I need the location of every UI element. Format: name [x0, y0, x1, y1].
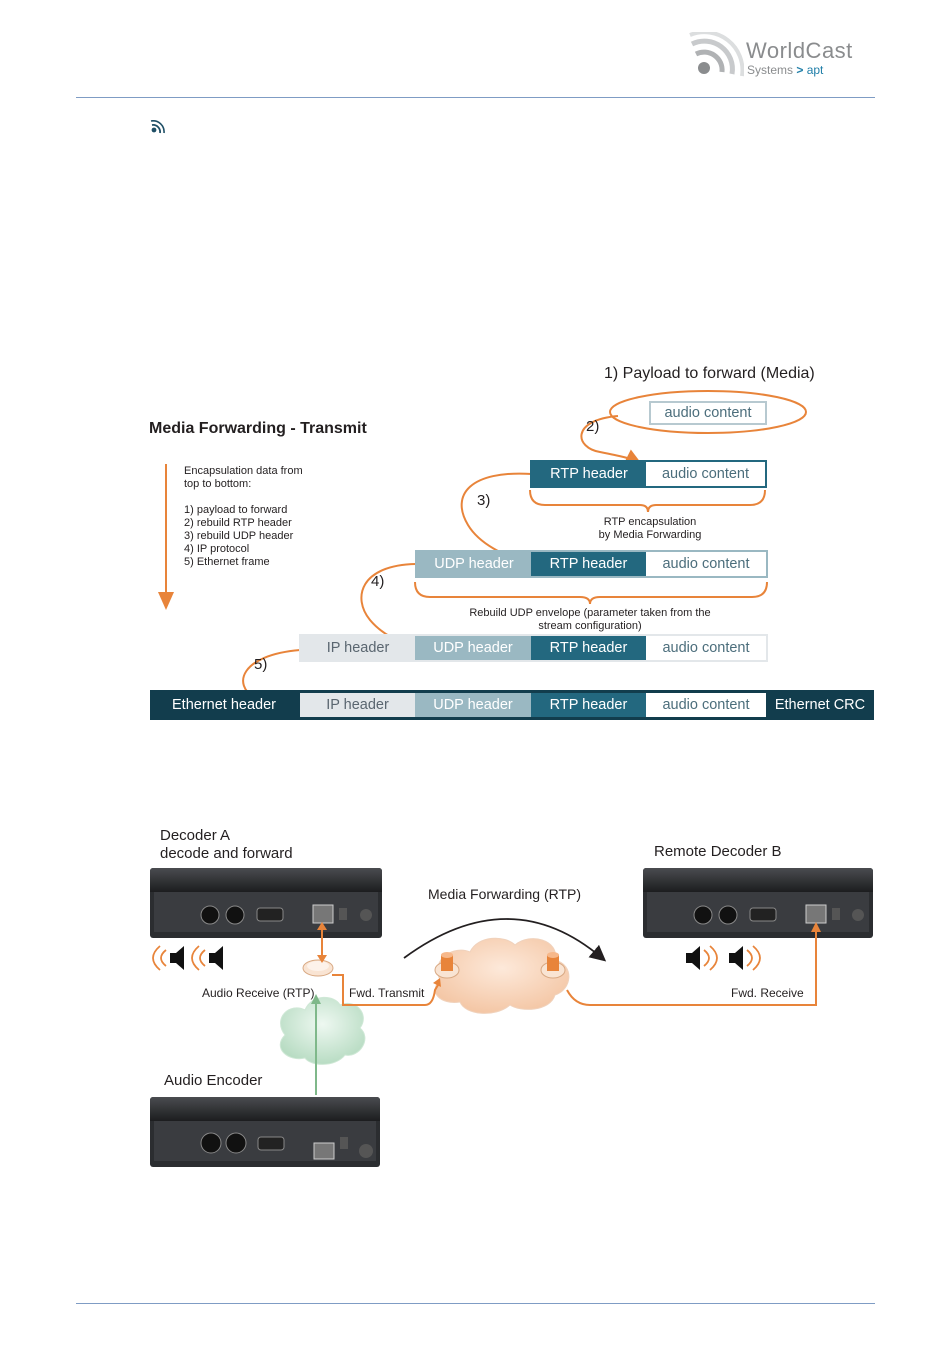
ethernet-crc: Ethernet CRC: [766, 693, 874, 717]
legend: Encapsulation data from top to bottom: 1…: [184, 465, 303, 569]
udp-row-rtp-header: RTP header: [531, 552, 646, 576]
remote-decoder-device: [643, 868, 873, 938]
legend-intro-2: top to bottom:: [184, 478, 252, 490]
udp-row-audio-content: audio content: [646, 552, 766, 576]
speaker-icon: [170, 946, 184, 970]
ip-row-frame: [299, 634, 768, 662]
rtp-note-line2: by Media Forwarding: [598, 529, 702, 541]
speaker-icon: [703, 945, 761, 971]
worldcast-logo-icon: [689, 32, 744, 77]
ethernet-row-ip-header: IP header: [300, 693, 415, 717]
small-logo-icon: [150, 120, 165, 134]
payload-ellipse: [609, 390, 807, 434]
diagram-title: Media Forwarding - Transmit: [149, 420, 367, 437]
legend-item: 1) payload to forward: [184, 504, 288, 516]
green-arrow-head-icon: [311, 994, 321, 1004]
step1-title: 1) Payload to forward (Media): [604, 365, 815, 382]
speaker-icon: [686, 946, 700, 970]
remote-decoder-connectors: [693, 904, 864, 925]
step4-label: 4): [371, 573, 385, 590]
ip-row-audio-content: audio content: [646, 636, 766, 660]
step2-label: 2): [586, 418, 600, 435]
speaker-icon: [729, 946, 743, 970]
audio-encoder-connectors: [200, 1132, 373, 1160]
media-forwarding-label: Media Forwarding (RTP): [428, 886, 582, 902]
ethernet-row-rtp-header: RTP header: [531, 693, 646, 717]
decoder-a-line2: decode and forward: [160, 845, 293, 862]
udp-note-line1: Rebuild UDP envelope (parameter taken fr…: [469, 607, 711, 619]
logo-chevron-icon: >: [796, 63, 807, 77]
ip-row-udp-header: UDP header: [415, 636, 531, 660]
legend-item: 2) rebuild RTP header: [184, 517, 292, 529]
router-icon: [540, 952, 566, 979]
rtp-note-line1: RTP encapsulation: [603, 516, 697, 528]
legend-item: 3) rebuild UDP header: [184, 530, 294, 542]
decoder-a-line1: Decoder A: [160, 827, 231, 844]
logo-systems: Systems: [747, 63, 794, 77]
header-rule: [76, 97, 875, 98]
speaker-icon: [209, 946, 223, 970]
ethernet-header: Ethernet header: [150, 693, 298, 717]
legend-item: 5) Ethernet frame: [184, 556, 270, 568]
router-icon: [434, 952, 460, 979]
remote-decoder-title: Remote Decoder B: [654, 843, 782, 860]
decoder-a-device: [150, 868, 382, 938]
ip-row-ip-header: IP header: [301, 636, 415, 660]
step3-label: 3): [477, 492, 491, 509]
decoder-a-connectors: [200, 904, 372, 925]
legend-item: 4) IP protocol: [184, 543, 250, 555]
local-network-cloud-icon: [279, 996, 366, 1065]
step2-curve: [580, 415, 642, 464]
audio-encoder-title: Audio Encoder: [164, 1072, 263, 1089]
fwd-receive-link: [566, 928, 817, 1006]
fwd-transmit-link: [332, 974, 439, 1006]
logo-brand: apt: [806, 63, 824, 77]
udp-brace: [414, 581, 768, 605]
udp-row-udp-header: UDP header: [417, 552, 531, 576]
audio-receive-label: Audio Receive (RTP): [202, 986, 315, 1000]
rtp-row-frame: [530, 460, 767, 488]
fwd-receive-label: Fwd. Receive: [731, 986, 804, 1000]
legend-intro-1: Encapsulation data from: [184, 465, 303, 477]
udp-row-frame: [415, 550, 768, 578]
decoder-a-title: Decoder A decode and forward: [160, 827, 293, 863]
udp-note: Rebuild UDP envelope (parameter taken fr…: [440, 607, 740, 633]
speaker-icon: [152, 945, 206, 971]
ethernet-row-udp-header: UDP header: [415, 693, 531, 717]
rtp-row-rtp-header: RTP header: [532, 462, 646, 486]
payload-audio-content: audio content: [649, 401, 767, 425]
down-arrow-head-icon: [158, 592, 174, 610]
logo-wordmark: WorldCast: [746, 38, 853, 63]
fwd-transmit-label: Fwd. Transmit: [349, 986, 425, 1000]
udp-note-line2: stream configuration): [538, 620, 642, 632]
forwarding-arc: [403, 918, 607, 962]
ethernet-row-audio-content: audio content: [646, 693, 766, 717]
logo-subtitle: Systems > apt: [747, 63, 823, 77]
rtp-note: RTP encapsulation by Media Forwarding: [560, 516, 740, 542]
rtp-row-audio-content: audio content: [646, 462, 765, 486]
ip-row-rtp-header: RTP header: [531, 636, 646, 660]
footer-rule: [76, 1303, 875, 1304]
step5-label: 5): [254, 656, 268, 673]
internet-cloud-icon: [434, 937, 570, 1014]
rtp-brace: [529, 489, 766, 513]
